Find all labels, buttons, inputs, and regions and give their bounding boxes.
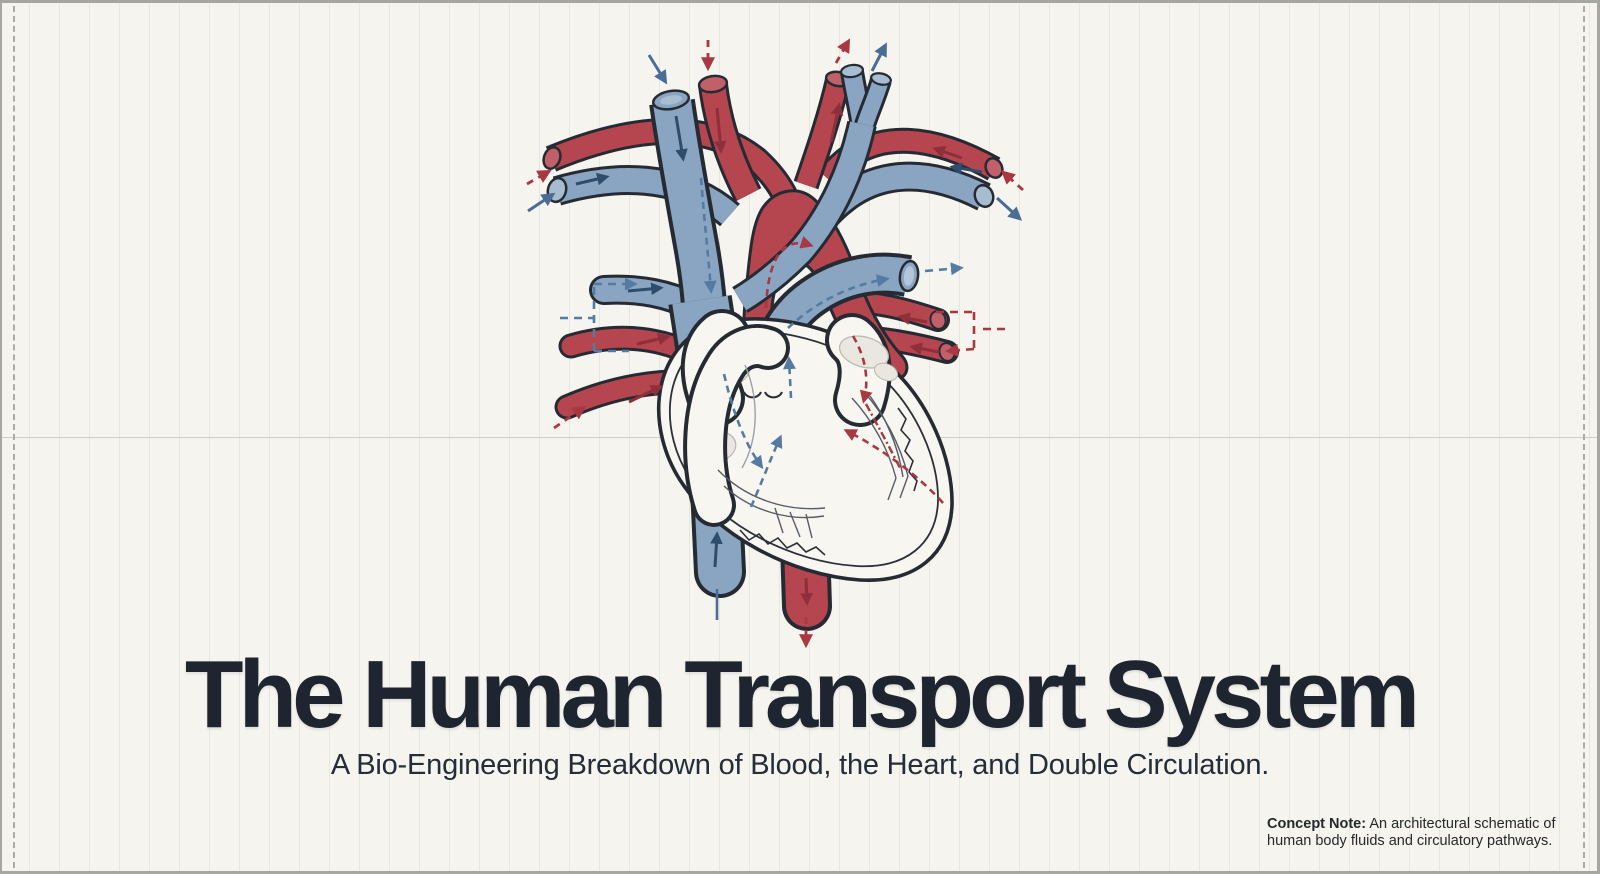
highlight-spot	[873, 362, 899, 382]
right-ventricle-outflow	[683, 324, 790, 527]
concept-note-line1: Concept Note: An architectural schematic…	[1267, 816, 1556, 832]
flow-arrow-right-blue	[995, 196, 1023, 221]
page-subtitle: A Bio-Engineering Breakdown of Blood, th…	[330, 749, 1270, 781]
heart-cross-section	[656, 309, 954, 582]
callout-bracket-blue	[560, 262, 964, 353]
valve-cusp	[743, 391, 762, 399]
concept-note-line2: human body fluids and circulatory pathwa…	[1267, 833, 1553, 850]
right-margin-dashed-line	[1583, 6, 1585, 868]
inflow-arrow-svc	[647, 54, 668, 85]
flow-arrow-pulmonary-vein-left	[553, 405, 587, 430]
left-margin-dashed-line	[13, 6, 15, 868]
internal-flow-arrows	[575, 102, 983, 606]
right-ventricle	[717, 364, 826, 556]
callout-bracket-red	[936, 310, 1007, 357]
outflow-arrow-vein-top	[870, 42, 887, 72]
flow-arrow-left-red	[526, 169, 552, 186]
highlight-spot	[839, 335, 889, 369]
outflow-arrow-artery-top	[834, 38, 851, 64]
page-title: The Human Transport System	[184, 641, 1420, 748]
concept-note-label: Concept Note:	[1267, 816, 1367, 832]
external-flow-arrows	[526, 38, 1024, 649]
flow-arrow-right-red	[1000, 170, 1024, 192]
flow-arrow-left-blue	[527, 192, 556, 213]
valve-cusp	[764, 391, 783, 399]
left-ventricle	[851, 391, 918, 501]
concept-note: Concept Note: An architectural schematic…	[1267, 816, 1567, 850]
